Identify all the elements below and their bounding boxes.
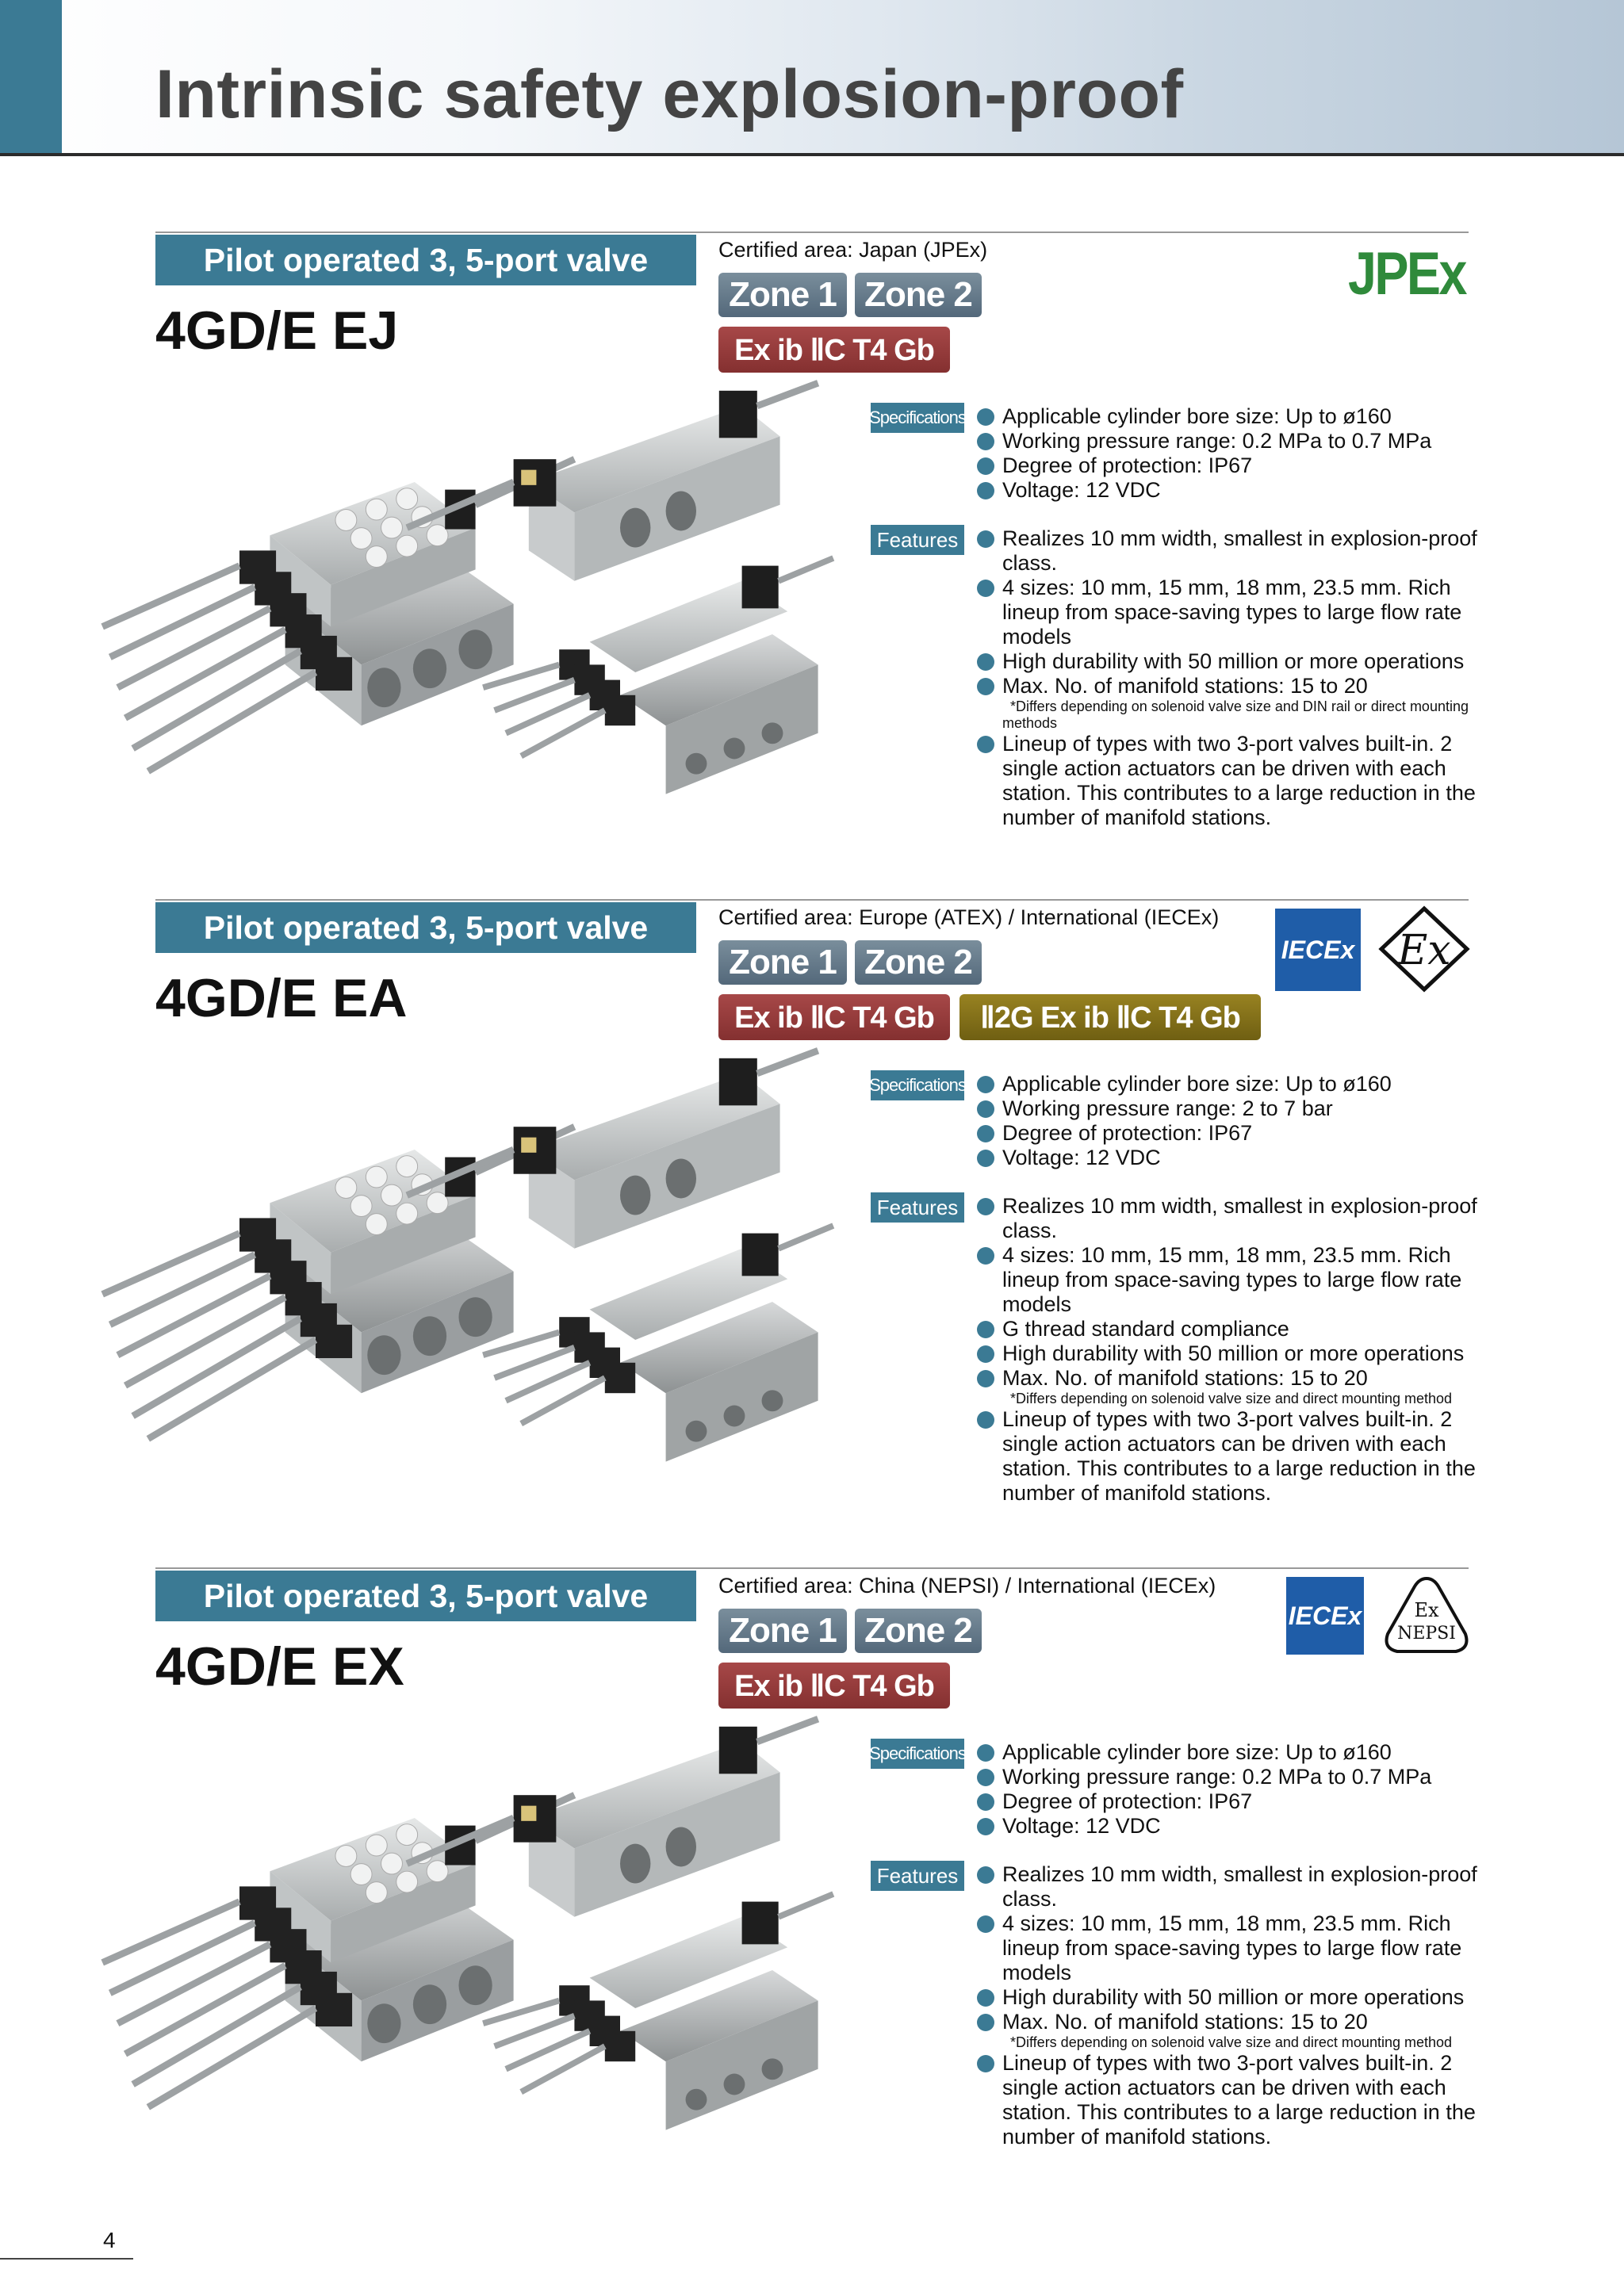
- iecex-logo: IECEx: [1286, 1577, 1364, 1655]
- zone2-badge: Zone 2: [855, 1609, 982, 1653]
- section-ej: Pilot operated 3, 5-port valve 4GD/E EJ …: [0, 232, 1624, 866]
- certified-area: Certified area: Europe (ATEX) / Internat…: [718, 905, 1220, 929]
- product-banner: Pilot operated 3, 5-port valve: [155, 902, 696, 953]
- zone2-badge: Zone 2: [855, 940, 982, 985]
- feature-note: *Differs depending on solenoid valve siz…: [1010, 1391, 1453, 1406]
- model-name: 4GD/E EX: [155, 1636, 404, 1697]
- ex-code-badge: Ex ib ⅡC T4 Gb: [718, 327, 950, 373]
- feature-list: Realizes 10 mm width, smallest in explos…: [975, 1194, 1483, 1506]
- section-ex: Pilot operated 3, 5-port valve 4GD/E EX …: [0, 1567, 1624, 2202]
- certified-area: Certified area: China (NEPSI) / Internat…: [718, 1574, 1216, 1598]
- features-tag: Features: [871, 1861, 964, 1891]
- feature-item: G thread standard compliance: [975, 1317, 1483, 1341]
- spec-item: Applicable cylinder bore size: Up to ø16…: [975, 1072, 1483, 1096]
- specifications-tag: Specifications: [869, 1739, 967, 1769]
- feature-note: *Differs depending on solenoid valve siz…: [1010, 2034, 1453, 2050]
- feature-list: Realizes 10 mm width, smallest in explos…: [975, 1862, 1483, 2149]
- page-title: Intrinsic safety explosion-proof: [155, 56, 1184, 132]
- zone1-badge: Zone 1: [718, 940, 847, 985]
- spec-list: Applicable cylinder bore size: Up to ø16…: [975, 404, 1483, 503]
- section-rule: [155, 232, 1469, 233]
- feature-item: 4 sizes: 10 mm, 15 mm, 18 mm, 23.5 mm. R…: [975, 1243, 1483, 1317]
- feature-item: 4 sizes: 10 mm, 15 mm, 18 mm, 23.5 mm. R…: [975, 1911, 1483, 1985]
- feature-item: Max. No. of manifold stations: 15 to 20: [975, 2010, 1483, 2034]
- spec-item: Voltage: 12 VDC: [975, 478, 1483, 503]
- feature-item: Realizes 10 mm width, smallest in explos…: [975, 1862, 1483, 1911]
- feature-item: High durability with 50 million or more …: [975, 649, 1483, 674]
- svg-text:Ex: Ex: [1396, 927, 1450, 974]
- section-ea: Pilot operated 3, 5-port valve 4GD/E EA …: [0, 899, 1624, 1533]
- header-background: [0, 0, 1624, 155]
- ex-code-badge: Ex ib ⅡC T4 Gb: [718, 1663, 950, 1709]
- feature-note: *Differs depending on solenoid valve siz…: [1002, 698, 1469, 731]
- model-name: 4GD/E EA: [155, 968, 408, 1028]
- spec-item: Working pressure range: 0.2 MPa to 0.7 M…: [975, 429, 1483, 453]
- product-photo: [87, 1042, 848, 1486]
- spec-item: Working pressure range: 0.2 MPa to 0.7 M…: [975, 1765, 1483, 1789]
- header-divider: [0, 153, 1624, 156]
- spec-item: Voltage: 12 VDC: [975, 1146, 1483, 1170]
- spec-item: Degree of protection: IP67: [975, 1121, 1483, 1146]
- feature-item: Max. No. of manifold stations: 15 to 20: [975, 1366, 1483, 1391]
- atex-ex-logo: Ex: [1378, 905, 1470, 993]
- header-accent-bar: [0, 0, 62, 155]
- zone1-badge: Zone 1: [718, 1609, 847, 1653]
- section-rule: [155, 1567, 1469, 1569]
- features-tag: Features: [871, 525, 964, 555]
- svg-text:NEPSI: NEPSI: [1397, 1624, 1456, 1644]
- model-name: 4GD/E EJ: [155, 300, 399, 361]
- spec-item: Degree of protection: IP67: [975, 453, 1483, 478]
- specifications-tag: Specifications: [869, 1070, 967, 1100]
- zone2-badge: Zone 2: [855, 273, 982, 317]
- footer-rule: [0, 2258, 133, 2260]
- spec-item: Voltage: 12 VDC: [975, 1814, 1483, 1839]
- product-banner: Pilot operated 3, 5-port valve: [155, 235, 696, 285]
- spec-list: Applicable cylinder bore size: Up to ø16…: [975, 1740, 1483, 1839]
- product-banner: Pilot operated 3, 5-port valve: [155, 1571, 696, 1621]
- jpex-logo: JPEx: [1348, 240, 1467, 308]
- product-photo: [87, 374, 848, 818]
- feature-item: Lineup of types with two 3-port valves b…: [975, 1407, 1483, 1506]
- product-photo: [87, 1710, 848, 2154]
- atex-code-badge: Ⅱ2G Ex ib ⅡC T4 Gb: [959, 994, 1261, 1040]
- page-number: 4: [103, 2228, 116, 2252]
- feature-item: Lineup of types with two 3-port valves b…: [975, 732, 1483, 830]
- feature-item: High durability with 50 million or more …: [975, 1985, 1483, 2010]
- certified-area: Certified area: Japan (JPEx): [718, 238, 988, 262]
- specifications-tag: Specifications: [869, 403, 967, 433]
- feature-item: Max. No. of manifold stations: 15 to 20: [975, 674, 1483, 698]
- features-tag: Features: [871, 1192, 964, 1223]
- iecex-logo: IECEx: [1275, 909, 1361, 991]
- zone1-badge: Zone 1: [718, 273, 847, 317]
- nepsi-logo: Ex NEPSI: [1385, 1576, 1469, 1653]
- feature-item: Realizes 10 mm width, smallest in explos…: [975, 1194, 1483, 1243]
- spec-item: Applicable cylinder bore size: Up to ø16…: [975, 404, 1483, 429]
- feature-list: Realizes 10 mm width, smallest in explos…: [975, 526, 1483, 830]
- feature-item: 4 sizes: 10 mm, 15 mm, 18 mm, 23.5 mm. R…: [975, 576, 1483, 649]
- feature-item: Realizes 10 mm width, smallest in explos…: [975, 526, 1483, 576]
- spec-list: Applicable cylinder bore size: Up to ø16…: [975, 1072, 1483, 1170]
- section-rule: [155, 899, 1469, 901]
- feature-item: High durability with 50 million or more …: [975, 1341, 1483, 1366]
- ex-code-badge: Ex ib ⅡC T4 Gb: [718, 994, 950, 1040]
- spec-item: Applicable cylinder bore size: Up to ø16…: [975, 1740, 1483, 1765]
- spec-item: Working pressure range: 2 to 7 bar: [975, 1096, 1483, 1121]
- feature-item: Lineup of types with two 3-port valves b…: [975, 2051, 1483, 2149]
- svg-text:Ex: Ex: [1414, 1599, 1439, 1621]
- spec-item: Degree of protection: IP67: [975, 1789, 1483, 1814]
